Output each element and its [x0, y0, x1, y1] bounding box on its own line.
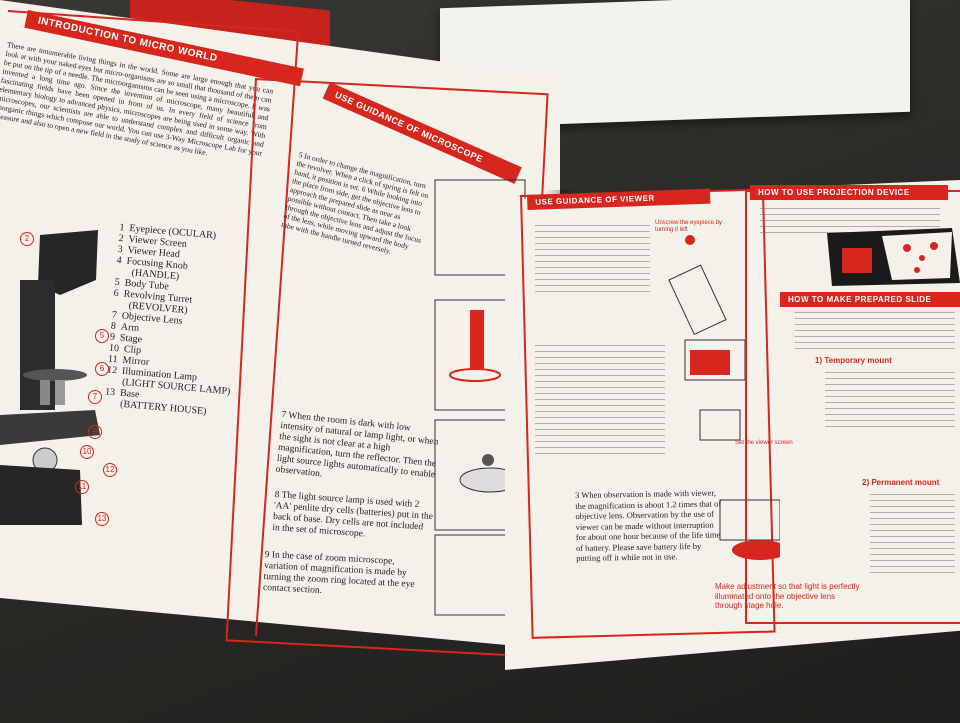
- part-num: 9: [109, 331, 116, 343]
- callout-6: 6: [95, 362, 109, 376]
- page4-sub1: 1) Temporary mount: [815, 356, 892, 365]
- part-num: 3: [117, 243, 124, 256]
- page4-slide-text: [795, 312, 955, 350]
- page4-banner-mid: HOW TO MAKE PREPARED SLIDE: [780, 292, 960, 307]
- callout-2: 2: [20, 232, 34, 246]
- part-num: 4: [116, 254, 123, 267]
- part-num: 11: [107, 353, 119, 366]
- left-booklet: [0, 0, 560, 650]
- page3-step1: [535, 225, 650, 295]
- page4-sub2-text: [870, 494, 955, 574]
- part-num: 7: [111, 309, 118, 322]
- callout-12: 12: [103, 463, 117, 477]
- page3-diagrams: [668, 235, 780, 560]
- page4-banner-top: HOW TO USE PROJECTION DEVICE: [750, 185, 948, 200]
- microscope-illustration: [0, 230, 100, 525]
- part-num: 13: [104, 386, 116, 399]
- part-num: 10: [108, 342, 120, 355]
- page4-sub1-text: [825, 372, 955, 427]
- page3-note-top: Unscrew the eyepiece by turning it left: [655, 220, 723, 233]
- callout-10: 10: [80, 445, 94, 459]
- part-num: 8: [110, 320, 117, 333]
- page4-sub2: 2) Permanent mount: [862, 478, 940, 487]
- callout-11: 11: [75, 480, 89, 494]
- part-num: 6: [113, 287, 120, 300]
- projection-illustration: [827, 228, 960, 286]
- page3-note-bottom: Make adjustment so that light is perfect…: [715, 582, 860, 610]
- page2-step9: 9 In the case of zoom microscope, variat…: [262, 550, 415, 597]
- callout-5: 5: [95, 329, 109, 343]
- parts-list: 1 Eyepiece (OCULAR) 2 Viewer Screen 3 Vi…: [104, 222, 260, 420]
- callout-7: 7: [88, 390, 102, 404]
- part-num: 2: [118, 232, 125, 245]
- part-num: 5: [114, 276, 121, 289]
- part-num: 12: [106, 364, 118, 377]
- page3-note-mid: Set the viewer screen: [735, 440, 793, 446]
- callout-13: 13: [95, 512, 109, 526]
- part-num: 1: [119, 222, 125, 234]
- page3-step2: [535, 345, 665, 455]
- callout-9: 9: [88, 425, 102, 439]
